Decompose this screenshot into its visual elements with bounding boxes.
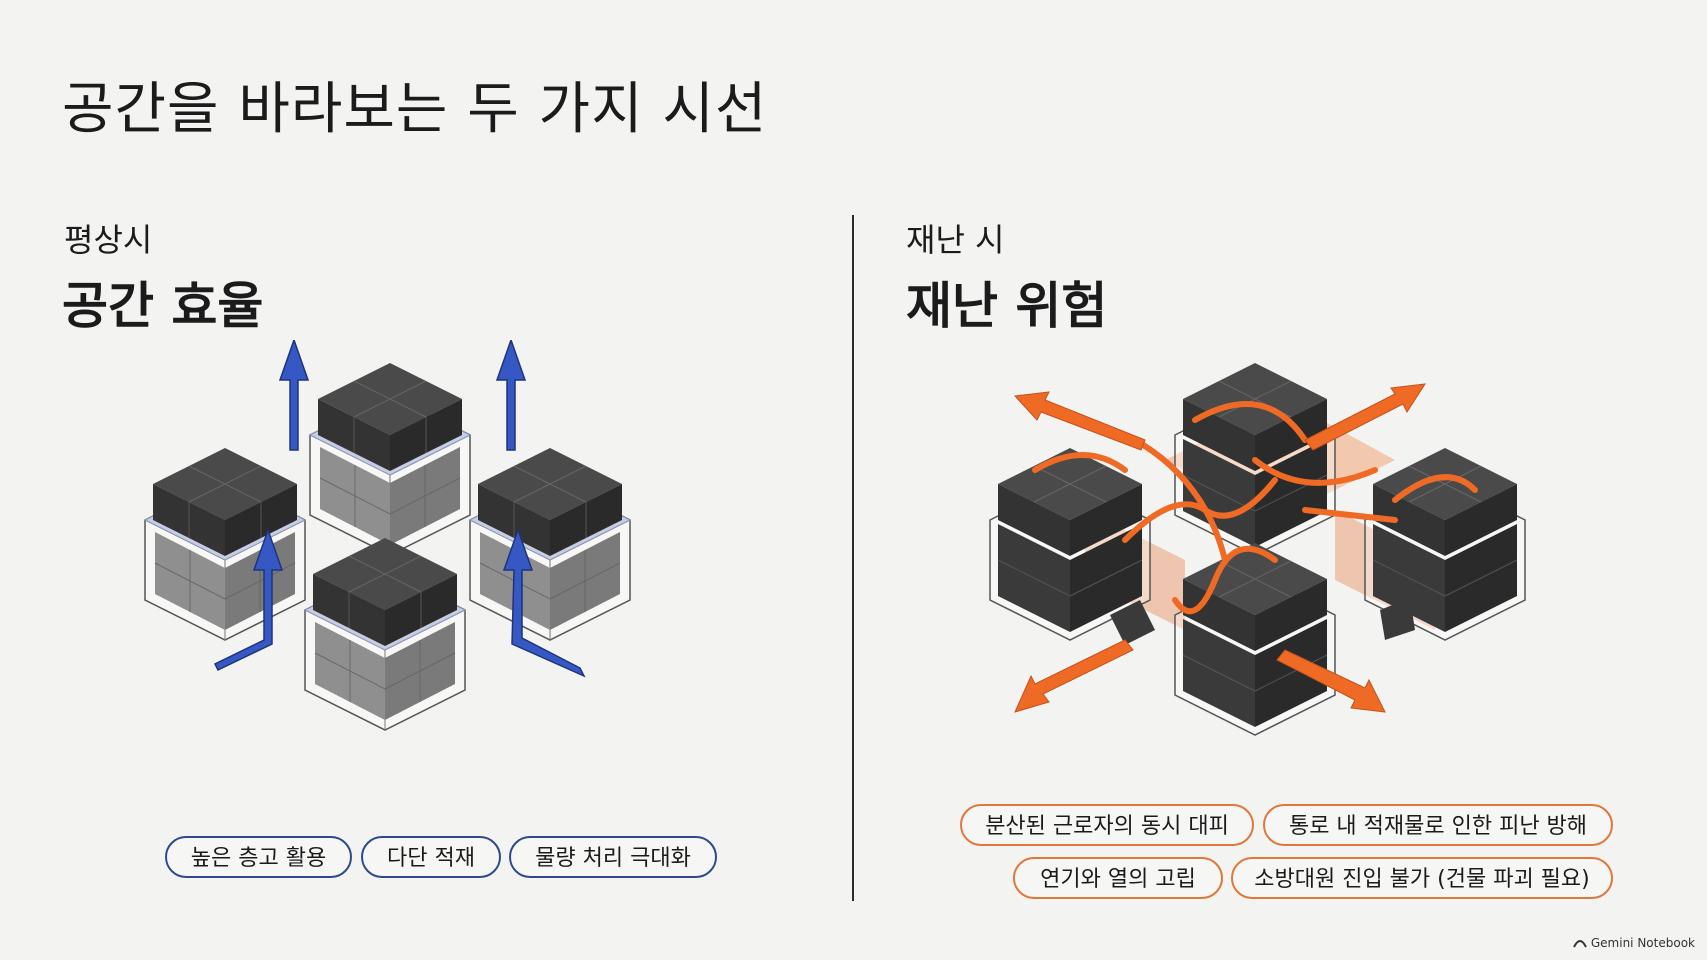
fallen-box: [1110, 600, 1155, 645]
tag-firefighter-access-blocked: 소방대원 진입 불가 (건물 파괴 필요): [1231, 857, 1613, 899]
panel-divider: [852, 215, 854, 901]
right-headline: 재난 위험: [906, 277, 1108, 335]
brand-label: Gemini Notebook: [1590, 936, 1695, 950]
slide-title: 공간을 바라보는 두 가지 시선: [62, 77, 768, 142]
tag-simultaneous-evacuation: 분산된 근로자의 동시 대피: [960, 804, 1254, 846]
left-kicker: 평상시: [64, 221, 153, 259]
storage-efficiency-illustration: [144, 340, 631, 731]
left-headline: 공간 효율: [62, 277, 264, 335]
tag-max-throughput: 물량 처리 극대화: [509, 836, 717, 878]
tag-multi-level-stacking: 다단 적재: [361, 836, 501, 878]
tag-blocked-aisles: 통로 내 적재물로 인한 피난 방해: [1263, 804, 1613, 846]
tag-high-ceiling: 높은 층고 활용: [165, 836, 352, 878]
outward-arrows: [1013, 383, 1426, 713]
disaster-risk-illustration: [989, 362, 1526, 736]
chaotic-evacuation-paths: [1032, 401, 1478, 615]
gemini-notebook-icon: [1572, 940, 1587, 948]
tag-smoke-heat-isolation: 연기와 열의 고립: [1013, 857, 1223, 899]
upward-arrows: [213, 340, 586, 678]
right-kicker: 재난 시: [906, 221, 1005, 259]
brand-mark: Gemini Notebook: [1572, 936, 1695, 950]
